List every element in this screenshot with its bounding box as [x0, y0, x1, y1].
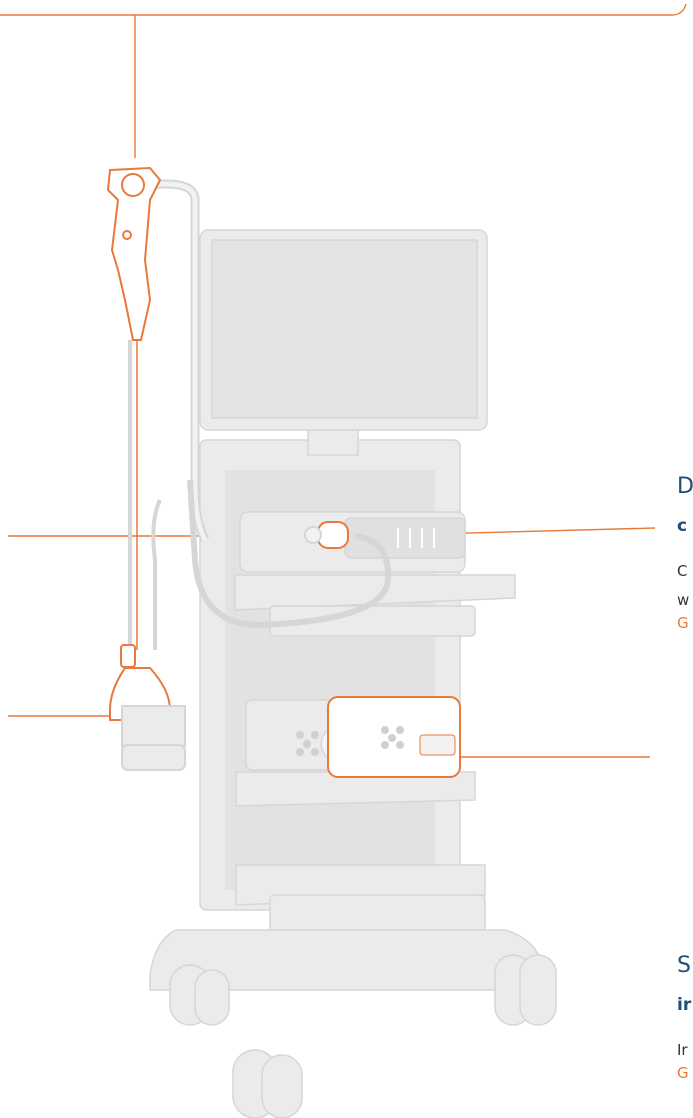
callout-processor: D c C w G — [677, 473, 693, 634]
water-bottle-cap — [121, 645, 135, 667]
callout-processor-subtitle: c — [677, 515, 693, 537]
pump-display — [420, 735, 455, 755]
water-bottle-holder — [122, 706, 185, 746]
water-bottle-base — [122, 745, 185, 770]
cart — [150, 184, 556, 1118]
callout-pump-title: S — [677, 952, 691, 980]
scope-hanger-inner — [150, 184, 205, 540]
callout-pump-body-1: Ir — [677, 1040, 691, 1061]
callout-processor-title: D — [677, 473, 693, 501]
light-guide-connector — [318, 522, 348, 548]
endoscope-valve — [123, 231, 131, 239]
callout-pump-link[interactable]: G — [677, 1063, 691, 1084]
top-connector-line — [0, 4, 686, 15]
callout-processor-body-2: w — [677, 590, 693, 611]
shelf-1 — [235, 575, 515, 610]
callout-processor-body-1: C — [677, 561, 693, 582]
callout-processor-link[interactable]: G — [677, 613, 693, 634]
scope-port — [305, 527, 321, 543]
callout-pump: S ir Ir G — [677, 952, 691, 1084]
monitor-screen — [212, 240, 477, 418]
endoscope-control-wheel — [122, 174, 144, 196]
callout-pump-subtitle: ir — [677, 994, 691, 1016]
water-tube — [153, 500, 160, 650]
